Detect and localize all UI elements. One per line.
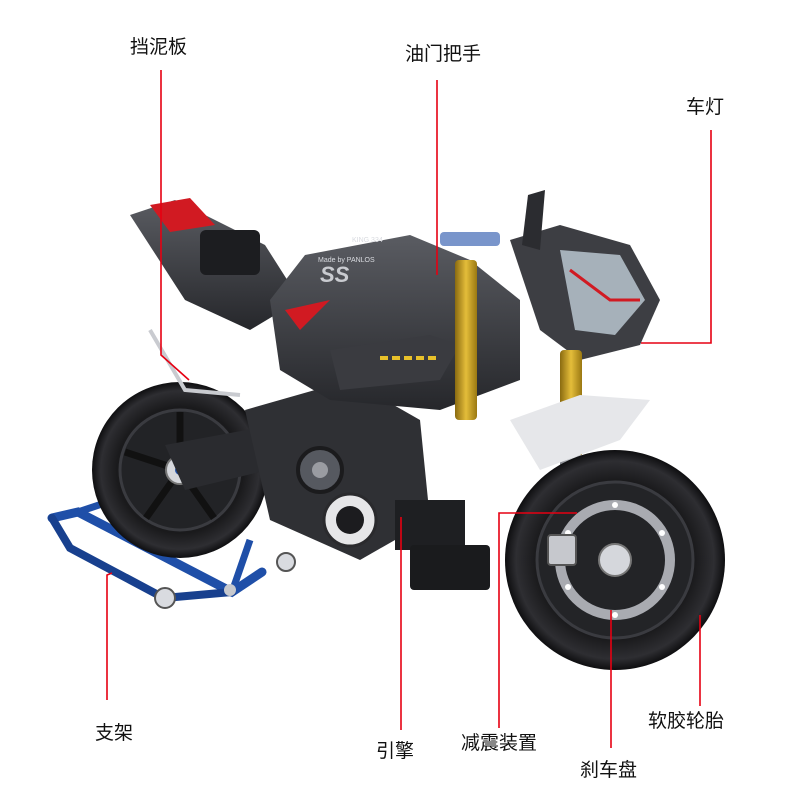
tank-body: SS Made by PANLOS KING 334 [270, 235, 520, 410]
label-suspension: 减震装置 [461, 732, 538, 754]
brake-caliper [547, 534, 577, 566]
leader-fender [160, 70, 190, 381]
leader-stand [106, 572, 113, 700]
label-throttle: 油门把手 [405, 43, 482, 65]
label-stand: 支架 [95, 722, 134, 744]
label-engine: 引擎 [376, 740, 415, 762]
engine-block [245, 380, 490, 590]
leader-headlight [641, 130, 712, 344]
label-headlight: 车灯 [686, 96, 725, 118]
front-fairing [440, 190, 660, 360]
leader-lines [106, 70, 712, 748]
tank-text: Made by PANLOS [318, 257, 375, 264]
front-fender [510, 395, 650, 470]
side-logo: SS [320, 262, 350, 287]
label-brake-disc: 刹车盘 [580, 759, 638, 781]
leader-suspension [498, 512, 577, 728]
tail-section [130, 198, 300, 397]
brand-mark-top: KING 334 [352, 237, 383, 244]
label-tire: 软胶轮胎 [648, 710, 725, 732]
front-wheel [505, 450, 725, 670]
label-fender: 挡泥板 [130, 36, 188, 58]
